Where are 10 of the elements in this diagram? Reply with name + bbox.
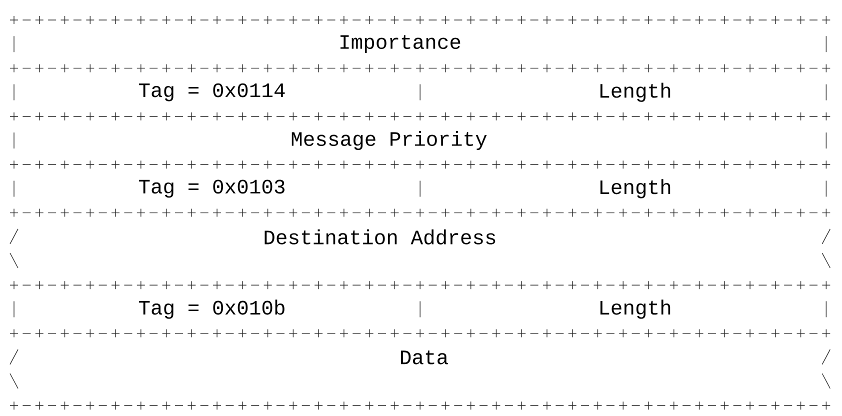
field-name: Length [600, 300, 670, 319]
field-name: Data [401, 350, 448, 364]
field-name: Tag = 0x010b [138, 300, 284, 319]
field-name: Tag = 0x0103 [138, 180, 284, 198]
field-name: Importance [340, 35, 460, 54]
field-name: Tag = 0x0114 [138, 83, 285, 102]
field-name: Length [600, 82, 670, 102]
field-name: Length [600, 179, 670, 198]
field-name: Destination Address [264, 229, 496, 244]
field-name: Message Priority [292, 130, 487, 150]
